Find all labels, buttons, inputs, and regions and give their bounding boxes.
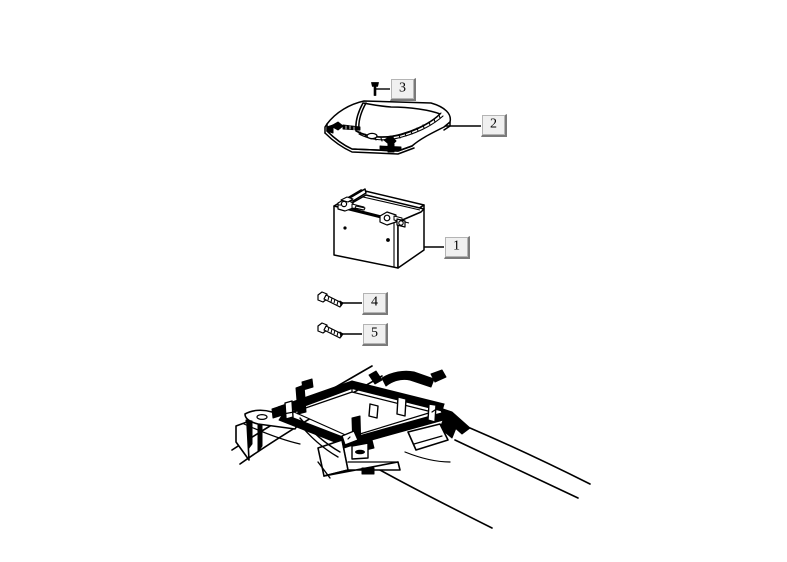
bolt-5-tip — [339, 331, 344, 338]
callout-number-4: 4 — [371, 294, 378, 310]
part-battery — [333, 188, 425, 269]
callout-number-2: 2 — [490, 116, 497, 132]
part-bolt-4 — [317, 291, 344, 308]
callout-box-3[interactable]: 3 — [390, 78, 416, 101]
callout-box-1[interactable]: 1 — [444, 236, 470, 259]
bolt-4-shank — [323, 294, 343, 308]
callout-box-5[interactable]: 5 — [362, 323, 388, 346]
cover-right-thickness — [443, 121, 451, 131]
cover-left-thickness — [324, 123, 328, 134]
frame-outer-curve-right-2 — [454, 439, 579, 499]
frame-cross-member — [368, 369, 447, 388]
frame-posts — [271, 378, 437, 423]
battery-terminal-negative — [337, 196, 365, 212]
frame-hold-down-clamp — [333, 415, 375, 460]
battery-vent-slot — [354, 205, 366, 211]
callout-number-5: 5 — [371, 325, 378, 341]
frame-outer-curve-bottom — [379, 469, 493, 529]
frame-outer-curve-right — [469, 427, 591, 485]
battery-marking-left — [343, 226, 347, 230]
callout-number-1: 1 — [453, 238, 460, 254]
bolt-4-tip — [339, 300, 344, 307]
callout-number-3: 3 — [399, 80, 406, 96]
cover-front-edge-lower — [324, 132, 415, 155]
part-vehicle-frame — [231, 365, 591, 529]
part-battery-cover — [324, 100, 452, 155]
frame-left-bracket — [235, 409, 301, 461]
cover-drain-hole — [366, 132, 378, 140]
part-bolt-5 — [317, 322, 344, 339]
cover-front-edge — [326, 130, 413, 152]
frame-left-braces — [297, 417, 341, 479]
callout-box-4[interactable]: 4 — [362, 292, 388, 315]
cover-bolt-body — [371, 82, 379, 96]
cover-bottom-mount — [379, 135, 402, 153]
battery-marking-right — [386, 238, 390, 242]
battery-lid-seam — [362, 196, 421, 211]
bolt-5-shank — [323, 325, 343, 339]
battery-terminal-positive — [379, 211, 410, 228]
frame-right-arm — [407, 407, 471, 451]
bolt-5-threads — [327, 326, 339, 337]
part-cover-bolt — [371, 82, 379, 96]
cover-left-mount — [326, 121, 361, 134]
frame-detail-lines — [243, 380, 451, 463]
callout-box-2[interactable]: 2 — [481, 114, 507, 137]
bolt-4-threads — [327, 295, 339, 306]
